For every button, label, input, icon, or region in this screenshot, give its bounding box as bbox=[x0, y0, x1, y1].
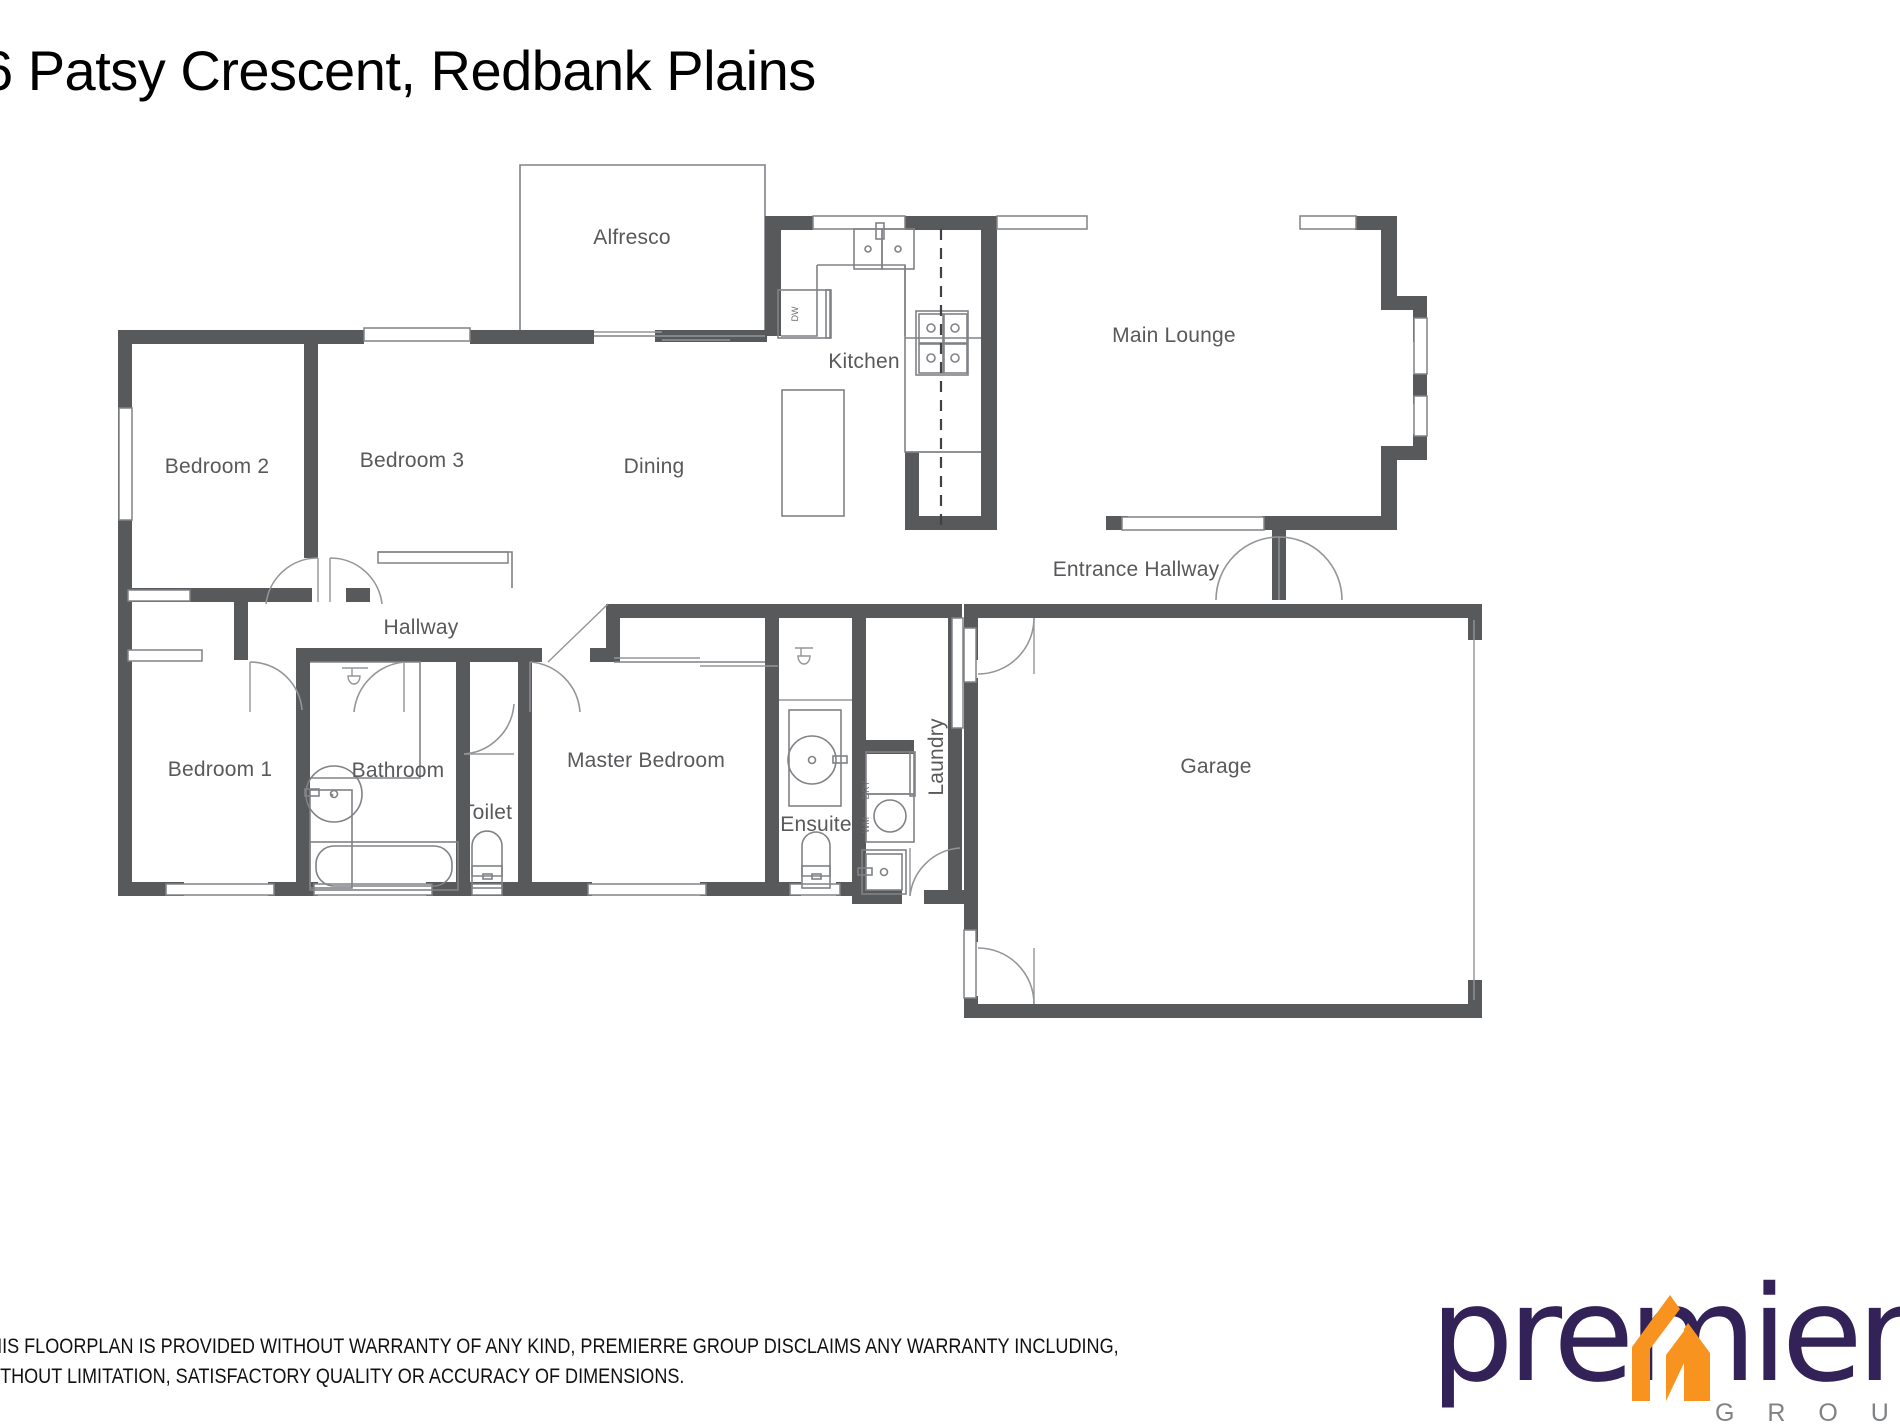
logo-wordmark: premierre bbox=[1430, 1258, 1900, 1412]
appliance-label-dishwasher-label: DW bbox=[790, 306, 800, 322]
room-label-alfresco: Alfresco bbox=[593, 226, 671, 249]
room-label-dining: Dining bbox=[623, 455, 685, 478]
wall-group bbox=[118, 216, 1482, 1018]
house-icon bbox=[1632, 1295, 1710, 1401]
disclaimer-text: THIS FLOORPLAN IS PROVIDED WITHOUT WARRA… bbox=[0, 1332, 1119, 1393]
disclaimer-line-1: THIS FLOORPLAN IS PROVIDED WITHOUT WARRA… bbox=[0, 1335, 1119, 1358]
room-label-garage: Garage bbox=[1180, 755, 1252, 778]
logo-subtitle: G R O U P bbox=[1715, 1399, 1900, 1427]
appliance-label-washer-label: WM bbox=[861, 817, 871, 833]
fixture-group bbox=[304, 222, 1475, 1000]
room-label-laundry: Laundry bbox=[925, 718, 948, 796]
premierre-logo: premierre G R O U P bbox=[1430, 1269, 1900, 1427]
page-title: 6 Patsy Crescent, Redbank Plains bbox=[0, 39, 816, 102]
room-label-toilet: Toilet bbox=[461, 801, 513, 824]
room-label-bedroom-1: Bedroom 1 bbox=[167, 758, 273, 781]
room-label-hallway: Hallway bbox=[383, 616, 459, 639]
room-label-master-bedroom: Master Bedroom bbox=[566, 749, 726, 772]
room-label-main-lounge: Main Lounge bbox=[1112, 324, 1236, 347]
door-group bbox=[249, 536, 1343, 1005]
room-label-kitchen: Kitchen bbox=[828, 350, 900, 373]
room-label-bathroom: Bathroom bbox=[351, 759, 445, 782]
room-label-entrance-hallway: Entrance Hallway bbox=[1052, 558, 1220, 581]
room-label-bedroom-2: Bedroom 2 bbox=[164, 455, 270, 478]
disclaimer-line-2: WITHOUT LIMITATION, SATISFACTORY QUALITY… bbox=[0, 1365, 685, 1389]
floorplan-drawing: .w { fill:#58595b; } /* solid wall */ .t… bbox=[118, 164, 1482, 1018]
appliance-label-dryer-label: DRY bbox=[861, 780, 871, 800]
alfresco-outline bbox=[519, 164, 766, 337]
room-label-ensuite: Ensuite bbox=[780, 813, 852, 836]
room-label-bedroom-3: Bedroom 3 bbox=[359, 449, 465, 472]
